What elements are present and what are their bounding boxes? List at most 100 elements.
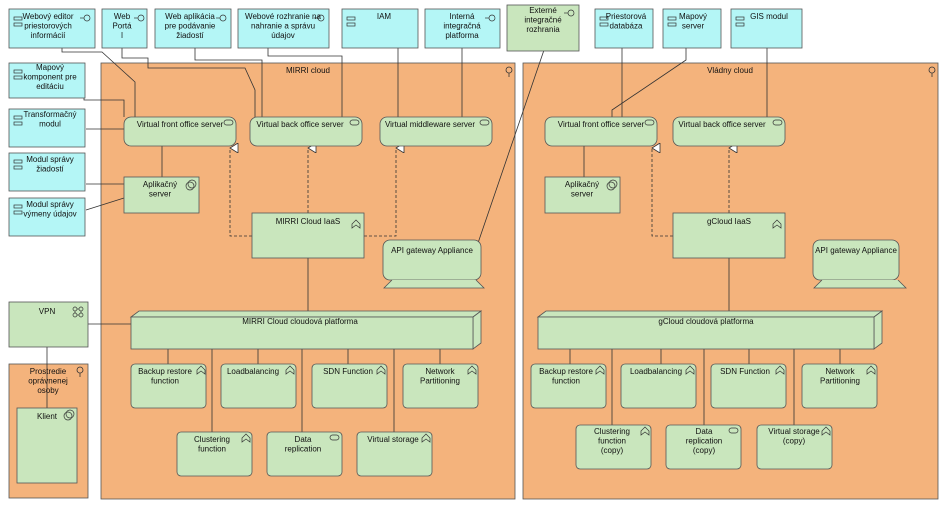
vpn-network[interactable] bbox=[8, 301, 89, 348]
gov-clustering[interactable] bbox=[575, 424, 652, 470]
mirri-loadbalancing[interactable] bbox=[220, 363, 297, 409]
mirri-platform-node[interactable] bbox=[129, 310, 483, 350]
mirri-iaas[interactable] bbox=[251, 212, 365, 259]
component-icon bbox=[735, 16, 745, 27]
app-transformacny-modul[interactable] bbox=[8, 108, 86, 148]
mirri-api-gateway-label: API gateway Appliance bbox=[391, 246, 473, 255]
system-software-icon bbox=[606, 179, 618, 191]
mirri-aplikacny-server[interactable] bbox=[123, 176, 200, 214]
component-icon bbox=[599, 16, 609, 27]
gov-back-office-label: Virtual back office server bbox=[678, 120, 766, 129]
mirri-back-office-label: Virtual back office server bbox=[256, 120, 344, 129]
component-icons bbox=[13, 16, 745, 215]
interface-icon bbox=[485, 14, 496, 22]
technology-function-icon bbox=[351, 219, 361, 229]
gov-front-office[interactable] bbox=[544, 116, 658, 147]
gov-back-office[interactable] bbox=[672, 116, 786, 147]
technology-function-icon bbox=[421, 433, 431, 443]
mirri-clustering[interactable] bbox=[176, 431, 253, 477]
app-web-aplikacia[interactable] bbox=[154, 8, 232, 49]
technology-function-icon bbox=[241, 433, 251, 443]
mirri-cloud-title: MIRRI cloud bbox=[286, 66, 330, 75]
app-interna-platforma[interactable] bbox=[424, 8, 501, 49]
mirri-backup[interactable] bbox=[130, 363, 207, 409]
technology-function-icon bbox=[685, 365, 695, 375]
gov-platform-node[interactable] bbox=[536, 310, 884, 350]
mirri-middleware-label: Virtual middleware server bbox=[385, 120, 475, 129]
mirri-loadbalancing-label: Loadbalancing bbox=[227, 367, 279, 376]
system-software-icon bbox=[349, 119, 360, 126]
interface-icon bbox=[80, 14, 91, 22]
component-icon bbox=[13, 16, 23, 27]
gov-sdn[interactable] bbox=[710, 363, 787, 409]
mirri-front-office[interactable] bbox=[123, 116, 237, 147]
app-iam[interactable] bbox=[341, 8, 419, 49]
gov-data-replication[interactable] bbox=[665, 424, 742, 470]
interface-icon bbox=[314, 14, 325, 22]
connectors bbox=[46, 48, 841, 432]
technology-function-icon bbox=[866, 365, 876, 375]
system-software-icon bbox=[63, 409, 75, 421]
klient-label: Klient bbox=[37, 412, 58, 421]
mirri-middleware[interactable] bbox=[379, 116, 493, 147]
app-webovy-editor[interactable] bbox=[8, 8, 96, 49]
mirri-network[interactable] bbox=[402, 363, 479, 409]
app-modul-ziadosti[interactable] bbox=[8, 152, 86, 192]
gov-virtual-storage[interactable] bbox=[756, 424, 833, 470]
app-mapovy-server[interactable] bbox=[662, 8, 722, 49]
technology-function-icon bbox=[772, 219, 782, 229]
app-modul-vymeny[interactable] bbox=[8, 197, 86, 237]
mirri-nodes bbox=[123, 116, 493, 477]
gov-front-office-label: Virtual front office server bbox=[558, 120, 645, 129]
component-icon bbox=[13, 204, 23, 215]
mirri-virtual-storage[interactable] bbox=[356, 431, 433, 477]
mirri-back-office[interactable] bbox=[249, 116, 363, 147]
technology-function-icon bbox=[196, 365, 206, 375]
app-priestorova-db[interactable] bbox=[594, 8, 654, 49]
component-icon bbox=[346, 16, 356, 27]
application-components bbox=[8, 8, 803, 237]
mirri-front-office-label: Virtual front office server bbox=[137, 120, 224, 129]
gov-api-gateway-label: API gateway Appliance bbox=[815, 246, 897, 255]
component-icon bbox=[13, 69, 23, 80]
app-webove-rozhranie[interactable] bbox=[237, 8, 330, 49]
communication-network-icon bbox=[72, 306, 84, 318]
app-mapovy-komponent[interactable] bbox=[8, 62, 86, 99]
mirri-data-replication[interactable] bbox=[266, 431, 343, 477]
gov-iaas[interactable] bbox=[672, 212, 786, 259]
gov-aplikacny-server[interactable] bbox=[544, 176, 621, 214]
system-software-icon bbox=[479, 119, 490, 126]
gov-loadbalancing-label: Loadbalancing bbox=[630, 367, 682, 376]
mirri-iaas-label: MIRRI Cloud IaaS bbox=[276, 217, 340, 226]
klient-device[interactable] bbox=[16, 407, 78, 484]
component-icon bbox=[13, 115, 23, 126]
gov-backup[interactable] bbox=[530, 363, 607, 409]
gov-network[interactable] bbox=[801, 363, 878, 409]
technology-function-icon bbox=[285, 365, 295, 375]
app-gis-modul[interactable] bbox=[730, 8, 803, 49]
system-software-icon bbox=[329, 434, 340, 441]
app-gis-modul-label: GIS modul bbox=[750, 12, 788, 21]
interface-icon bbox=[134, 14, 145, 22]
mirri-sdn[interactable] bbox=[311, 363, 388, 409]
gov-loadbalancing[interactable] bbox=[620, 363, 697, 409]
technology-function-icon bbox=[467, 365, 477, 375]
realization-connectors bbox=[230, 148, 729, 237]
